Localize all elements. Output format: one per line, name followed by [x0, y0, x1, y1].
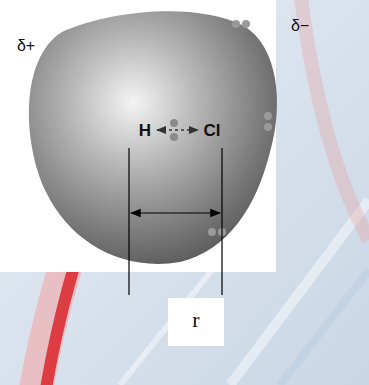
swoosh-glow [300, 0, 369, 240]
dipole-arrow [157, 129, 198, 131]
partial-charge: δ− [291, 18, 309, 34]
partial-charge: δ+ [17, 38, 35, 54]
dimension-arrow [131, 212, 220, 213]
atom-symbol: H [139, 122, 151, 139]
extension-line [128, 148, 129, 295]
electron-cloud [29, 11, 277, 264]
bonding-pair [170, 119, 178, 141]
atom-symbol: Cl [204, 122, 221, 139]
extension-line [221, 148, 222, 295]
label-patch [168, 298, 224, 346]
dimension-label: r [192, 309, 199, 331]
